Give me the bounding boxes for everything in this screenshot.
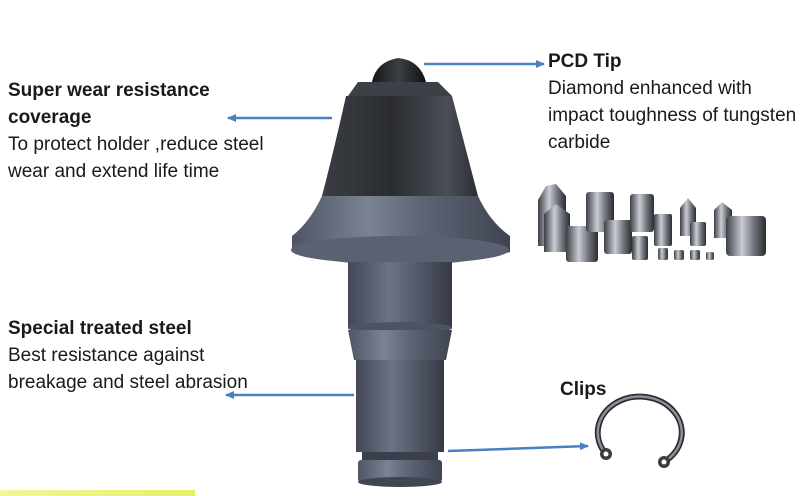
circlip-icon: [594, 393, 685, 468]
wear-resistance-desc: To protect holder ,reduce steel wear and…: [8, 134, 264, 182]
treated-steel-title: Special treated steel: [8, 318, 192, 339]
treated-steel-desc: Best resistance against breakage and ste…: [8, 345, 248, 393]
clips-label: Clips: [560, 379, 607, 400]
pcd-tip-shape: [372, 58, 426, 82]
conical-pick-icon: [291, 58, 510, 487]
wear-resistance-label: Super wear resistance coverage To protec…: [8, 77, 278, 185]
carbide-coverage-shape: [322, 96, 478, 196]
wear-resistance-title: Super wear resistance coverage: [8, 80, 210, 128]
decorative-bar: [0, 490, 195, 496]
pcd-tip-label: PCD Tip Diamond enhanced with impact tou…: [548, 48, 798, 156]
pcd-inserts-icon: [538, 184, 766, 262]
steel-shank-shape: [356, 360, 444, 452]
pcd-tip-title: PCD Tip: [548, 51, 622, 72]
clips-arrow: [447, 442, 589, 453]
treated-steel-label: Special treated steel Best resistance ag…: [8, 315, 248, 396]
pcd-tip-desc: Diamond enhanced with impact toughness o…: [548, 78, 797, 153]
